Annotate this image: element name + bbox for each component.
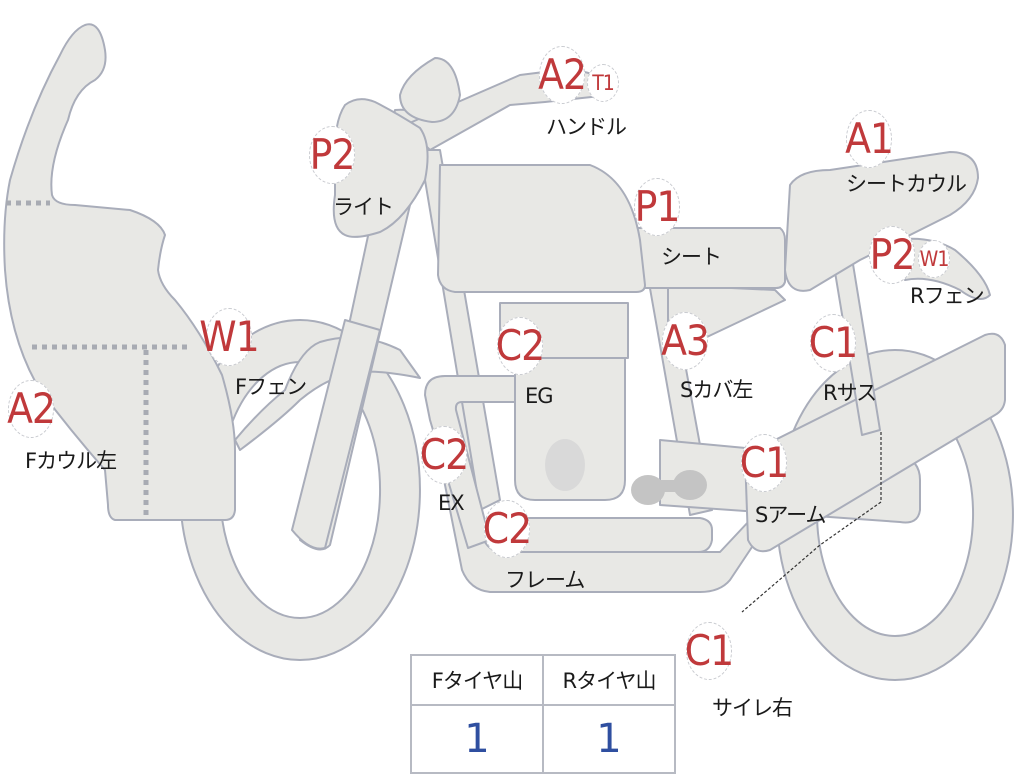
label-side-cover-l: Sカバ左 [680,378,753,402]
tire-tread-table: Fタイヤ山 Rタイヤ山 1 1 [410,654,676,774]
label-f-fender: Fフェン [235,375,307,399]
code-badge-f-cowl-l[interactable]: A2 [7,380,56,438]
rear-tire-header: Rタイヤ山 [542,654,676,706]
label-f-cowl-l: Fカウル左 [25,449,117,473]
code-badge-seat-cowl[interactable]: A1 [845,110,894,168]
mirror-shape [399,57,461,123]
label-seat: シート [661,245,722,269]
front-tire-value[interactable]: 1 [410,704,544,774]
code-badge-seat[interactable]: P1 [634,178,680,236]
label-r-fender: Rフェン [910,284,985,308]
label-frame: フレーム [505,568,585,592]
engine-shape [514,329,626,501]
tank-shape [437,164,646,293]
engine-cover-circle [545,439,585,491]
frame-inner-shape [504,517,713,553]
label-swing-arm: Sアーム [755,503,826,527]
code-badge-handle[interactable]: A2 [538,46,587,104]
label-light: ライト [333,195,394,219]
footpeg-shape [631,470,707,505]
exhaust-shape [424,375,516,549]
code-badge-swing-arm[interactable]: C1 [740,434,789,492]
label-seat-cowl: シートカウル [846,172,967,196]
code-badge-frame[interactable]: C2 [483,500,532,558]
front-tire-header: Fタイヤ山 [410,654,544,706]
label-exhaust: EX [438,491,465,515]
seat-cowl-shape [784,151,979,292]
seat-shape [624,227,786,289]
code-badge-r-suspension[interactable]: C1 [809,314,858,372]
label-silencer-r: サイレ右 [712,696,793,720]
headlight-shape [332,98,429,238]
code-badge-r-fender[interactable]: P2 [869,226,915,284]
code-badge-f-fender[interactable]: W1 [199,308,260,366]
label-handle: ハンドル [546,115,627,139]
code-badge-light[interactable]: P2 [309,126,355,184]
silencer-leader-line [741,432,882,613]
code-badge-side-cover-l[interactable]: A3 [661,312,710,370]
swingarm-shape [744,332,1006,553]
code-badge-exhaust[interactable]: C2 [420,426,469,484]
fork-lower-shape [291,319,381,550]
code-badge-engine[interactable]: C2 [496,317,545,375]
rear-tire-value[interactable]: 1 [542,704,676,774]
label-engine: EG [525,384,554,408]
code-badge-r-fender-secondary[interactable]: W1 [918,240,950,278]
code-badge-handle-secondary[interactable]: T1 [587,64,619,102]
label-r-suspension: Rサス [823,381,877,405]
front-fender-shape [234,336,421,451]
front-cowl-shape [3,23,236,521]
code-badge-silencer-r[interactable]: C1 [685,622,734,680]
